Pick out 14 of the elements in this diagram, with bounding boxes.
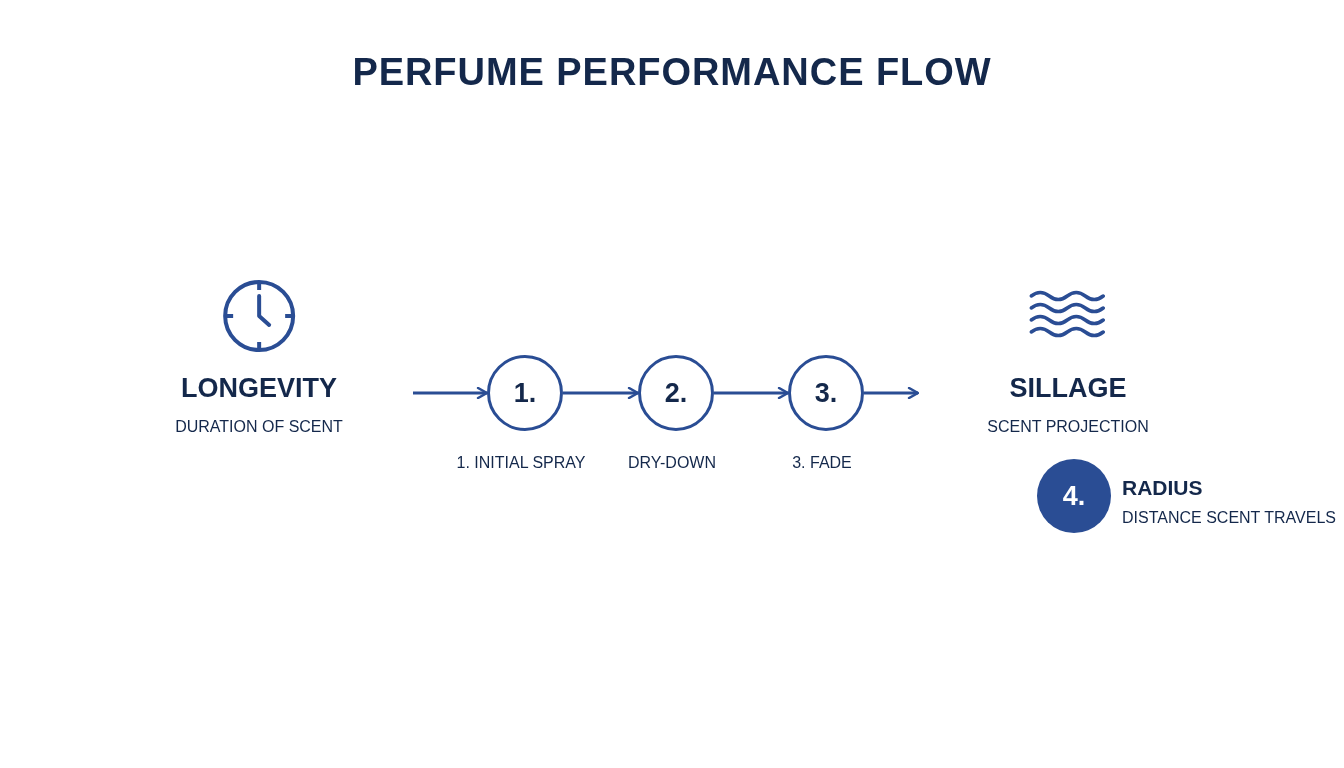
heading: LONGEVITY [181,372,337,405]
subtitle: DISTANCE SCENT TRAVELS [1122,508,1336,528]
step-label: 3. FADE [792,453,852,473]
step-label: 1. INITIAL SPRAY [456,453,586,473]
arrow [563,386,640,400]
heading: SILLAGE [1009,372,1127,405]
heading: RADIUS [1122,475,1203,501]
arrow [714,386,790,400]
step-label: DRY-DOWN [628,453,716,473]
arrow [864,386,920,400]
arrow [413,386,489,400]
subtitle: DURATION OF SCENT [175,416,343,437]
title: PERFUME PERFORMANCE FLOW [352,50,992,95]
subtitle: SCENT PROJECTION [987,416,1149,437]
